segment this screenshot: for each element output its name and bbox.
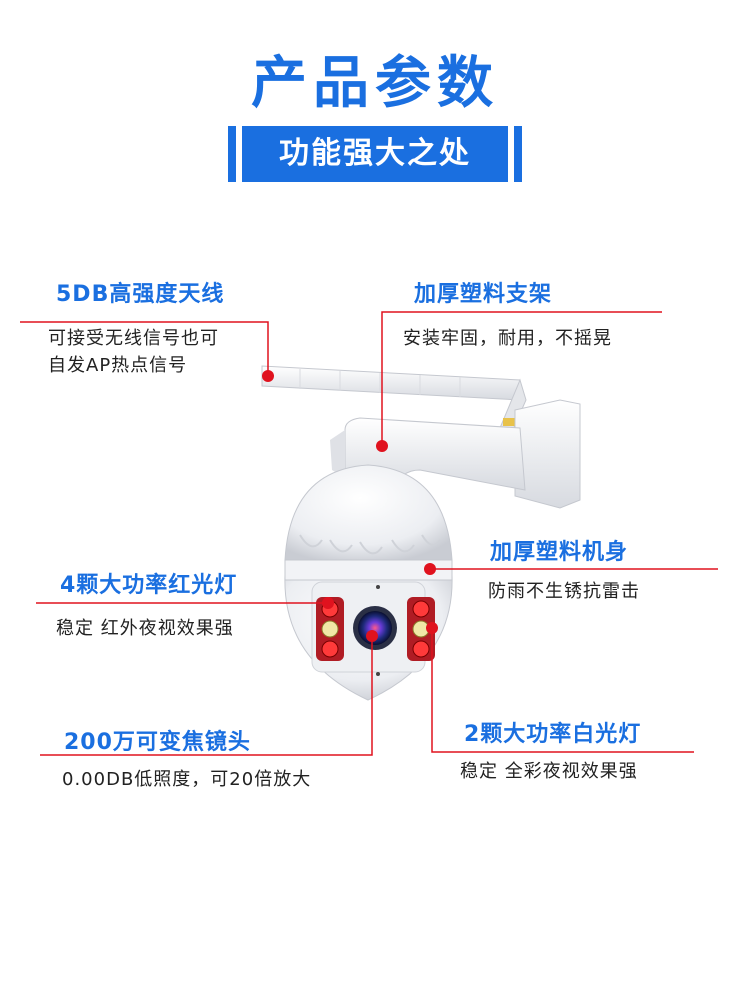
antenna-feature-desc-line2: 自发AP热点信号	[48, 355, 188, 376]
camera-body-icon	[284, 464, 453, 701]
body-feature-desc: 防雨不生锈抗雷击	[488, 581, 640, 602]
body-feature-title: 加厚塑料机身	[490, 540, 629, 565]
callout-dots	[262, 370, 438, 642]
antenna-icon	[261, 365, 527, 433]
ir-lights-feature-desc: 稳定 红外夜视效果强	[56, 618, 234, 639]
lens-feature-title: 200万可变焦镜头	[64, 730, 251, 755]
bracket-feature-desc: 安装牢固，耐用，不摇晃	[403, 328, 612, 349]
page-title: 产品参数	[251, 51, 499, 116]
antenna-callout	[20, 321, 269, 376]
bracket-callout	[381, 311, 662, 446]
ir-lights-feature-title: 4颗大功率红光灯	[60, 573, 238, 598]
antenna-feature-title: 5DB高强度天线	[56, 282, 225, 307]
callout-lines	[20, 311, 718, 756]
white-lights-callout	[431, 628, 694, 753]
white-lights-feature-desc: 稳定 全彩夜视效果强	[460, 761, 638, 782]
bracket-feature-title: 加厚塑料支架	[414, 282, 553, 307]
lens-callout	[40, 636, 373, 756]
section-subtitle: 功能强大之处	[228, 126, 522, 182]
white-lights-feature-title: 2颗大功率白光灯	[464, 722, 642, 747]
antenna-feature-desc-line1: 可接受无线信号也可	[48, 328, 219, 349]
lens-feature-desc: 0.00DB低照度，可20倍放大	[62, 769, 312, 790]
